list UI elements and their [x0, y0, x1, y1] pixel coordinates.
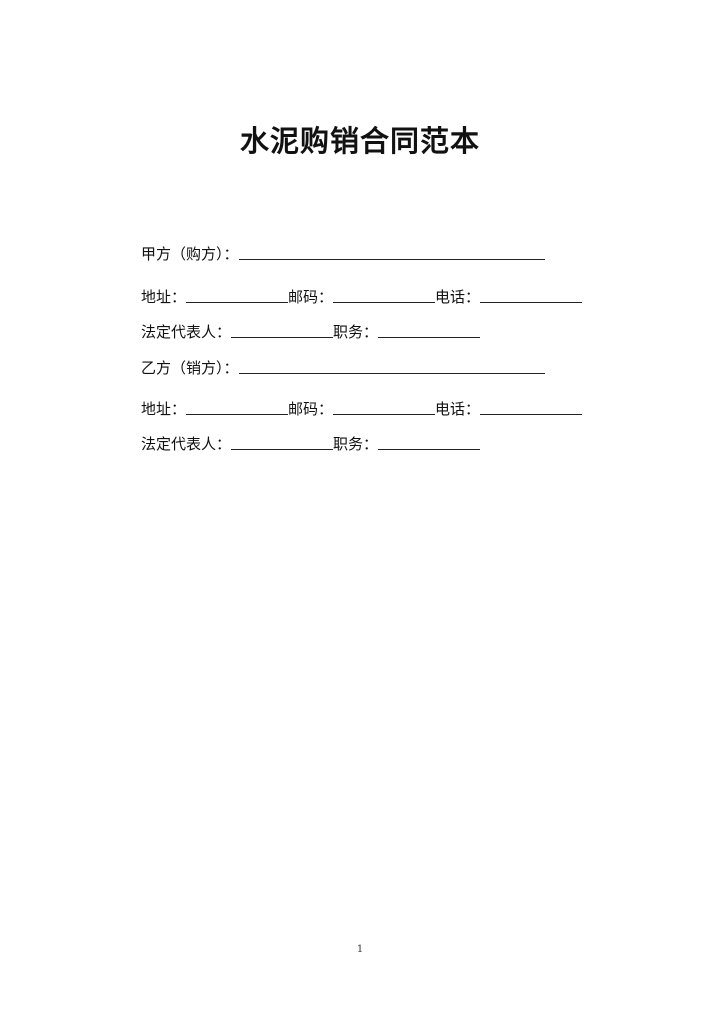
- party-a-position-field[interactable]: [378, 319, 481, 338]
- party-a-rep-field[interactable]: [231, 319, 334, 338]
- party-b-position-label: 职务：: [333, 435, 379, 453]
- party-a-address-label: 地址：: [141, 288, 187, 306]
- party-b-postcode-label: 邮码：: [288, 400, 334, 418]
- party-a-phone-field[interactable]: [480, 284, 583, 303]
- party-b-position-field[interactable]: [378, 431, 481, 450]
- party-a-postcode-label: 邮码：: [288, 288, 334, 306]
- party-b-contact-line: 地址： 邮码： 电话：: [141, 393, 583, 419]
- party-b-address-label: 地址：: [141, 400, 187, 418]
- party-a-name-field[interactable]: [238, 241, 545, 260]
- page-number: 1: [356, 944, 364, 955]
- party-a-rep-label: 法定代表人：: [141, 323, 232, 341]
- document-title: 水泥购销合同范本: [239, 124, 480, 158]
- party-b-name-field[interactable]: [238, 355, 545, 374]
- party-b-phone-label: 电话：: [435, 400, 481, 418]
- party-a-position-label: 职务：: [333, 323, 379, 341]
- party-b-line: 乙方（销方）：: [141, 352, 545, 378]
- party-b-label: 乙方（销方）：: [141, 359, 239, 377]
- party-a-label: 甲方（购方）：: [141, 245, 239, 263]
- party-a-contact-line: 地址： 邮码： 电话：: [141, 281, 583, 307]
- party-a-address-field[interactable]: [186, 284, 289, 303]
- party-a-postcode-field[interactable]: [333, 284, 436, 303]
- party-b-postcode-field[interactable]: [333, 396, 436, 415]
- party-b-phone-field[interactable]: [480, 396, 583, 415]
- party-a-phone-label: 电话：: [435, 288, 481, 306]
- party-b-address-field[interactable]: [186, 396, 289, 415]
- party-b-rep-label: 法定代表人：: [141, 435, 232, 453]
- party-a-line: 甲方（购方）：: [141, 238, 545, 264]
- party-b-rep-line: 法定代表人： 职务：: [141, 428, 481, 454]
- party-b-rep-field[interactable]: [231, 431, 334, 450]
- party-a-rep-line: 法定代表人： 职务：: [141, 316, 481, 342]
